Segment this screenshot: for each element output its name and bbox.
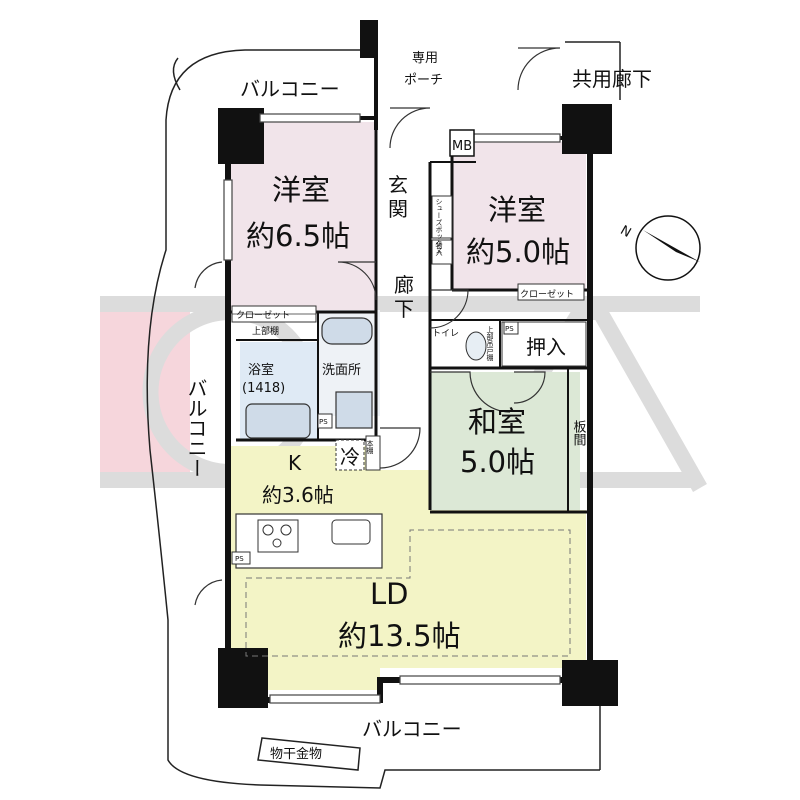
- hallway-char1: 廊: [394, 273, 414, 297]
- western-room-1-size: 約6.5帖: [246, 219, 350, 253]
- western-room-2-name: 洋室: [488, 193, 546, 227]
- kitchen-size: 約3.6帖: [262, 483, 334, 507]
- mb-label: MB: [452, 139, 472, 154]
- compass-north-label: N: [618, 223, 634, 241]
- storage-box: [431, 239, 453, 265]
- ps-label-2: PS: [319, 418, 328, 426]
- bathtub: [245, 403, 311, 439]
- compass-ring: [635, 215, 701, 281]
- upper-cabinet-label: 上部吊戸棚: [486, 325, 494, 362]
- toilet-name: トイレ: [432, 329, 459, 339]
- shoes-box-label: シューズボックス: [435, 198, 443, 254]
- itama-label: 板間: [571, 420, 587, 447]
- kitchen-name: K: [288, 451, 302, 475]
- hallway-char2: 下: [394, 297, 414, 321]
- closet-right: [517, 283, 585, 301]
- western-room-1-name: 洋室: [272, 173, 330, 207]
- ps-label-1: PS: [505, 325, 514, 333]
- ld-dashed-area: [245, 529, 571, 657]
- balcony-top-label: バルコニー: [240, 77, 340, 101]
- doors: [194, 47, 561, 606]
- japanese-room-size: 5.0帖: [460, 445, 535, 479]
- compass-needle-icon: [643, 230, 700, 262]
- closet-right-label: クローゼット: [520, 288, 574, 300]
- clothes-drying-label: 物干金物: [270, 746, 322, 762]
- fridge-label: 冷: [340, 445, 360, 469]
- western-room-2-floor: [452, 142, 586, 290]
- entrance-char2: 関: [388, 197, 408, 221]
- windows: [223, 113, 561, 704]
- burner-1: [262, 524, 274, 536]
- washing-machine: [335, 391, 373, 429]
- ps-label-3: PS: [235, 555, 244, 563]
- balcony-left-label: バルコニー: [184, 378, 208, 478]
- toilet-bowl: [465, 331, 487, 361]
- upper-shelf-label: 上部棚: [252, 325, 279, 337]
- mb-box: [449, 129, 475, 157]
- common-corridor-label: 共用廊下: [572, 67, 652, 91]
- storage-label: 物入: [435, 241, 443, 256]
- closet-left: [231, 305, 317, 323]
- bookshelf-label: 本棚: [366, 439, 374, 455]
- entrance-char1: 玄: [388, 173, 408, 197]
- columns: [218, 20, 618, 708]
- western-room-2-size: 約5.0帖: [466, 235, 570, 269]
- fridge-space: [335, 439, 365, 471]
- washbasin: [321, 317, 373, 345]
- oshiire-label: 押入: [526, 335, 566, 359]
- bathroom-name: 浴室: [248, 362, 274, 378]
- compass: N: [618, 215, 701, 281]
- washroom-name: 洗面所: [322, 363, 361, 378]
- closet-left-label: クローゼット: [236, 309, 290, 321]
- japanese-room-floor: [430, 372, 580, 510]
- shoe-box: [431, 195, 453, 239]
- burner-2: [280, 524, 292, 536]
- bathroom-size: (1418): [242, 381, 285, 396]
- ldk-floor: [228, 446, 586, 690]
- ps-box-2: [317, 413, 333, 429]
- drying-rail: [257, 737, 361, 771]
- japanese-room-name: 和室: [468, 405, 526, 439]
- ps-box-1: [503, 321, 519, 335]
- private-porch-line1: 専用: [412, 51, 438, 66]
- labels: バルコニー 専用 ポーチ 共用廊下 バルコニー バルコニー 物干金物 洋室 約6…: [184, 51, 652, 762]
- private-porch-line2: ポーチ: [404, 73, 443, 88]
- burner-3: [272, 538, 282, 548]
- balcony-bottom-label: バルコニー: [362, 717, 462, 741]
- living-dining-name: LD: [370, 577, 409, 611]
- ps-box-3: [231, 551, 251, 565]
- living-dining-size: 約13.5帖: [338, 619, 461, 653]
- sink: [331, 519, 371, 545]
- bookshelf: [365, 435, 381, 471]
